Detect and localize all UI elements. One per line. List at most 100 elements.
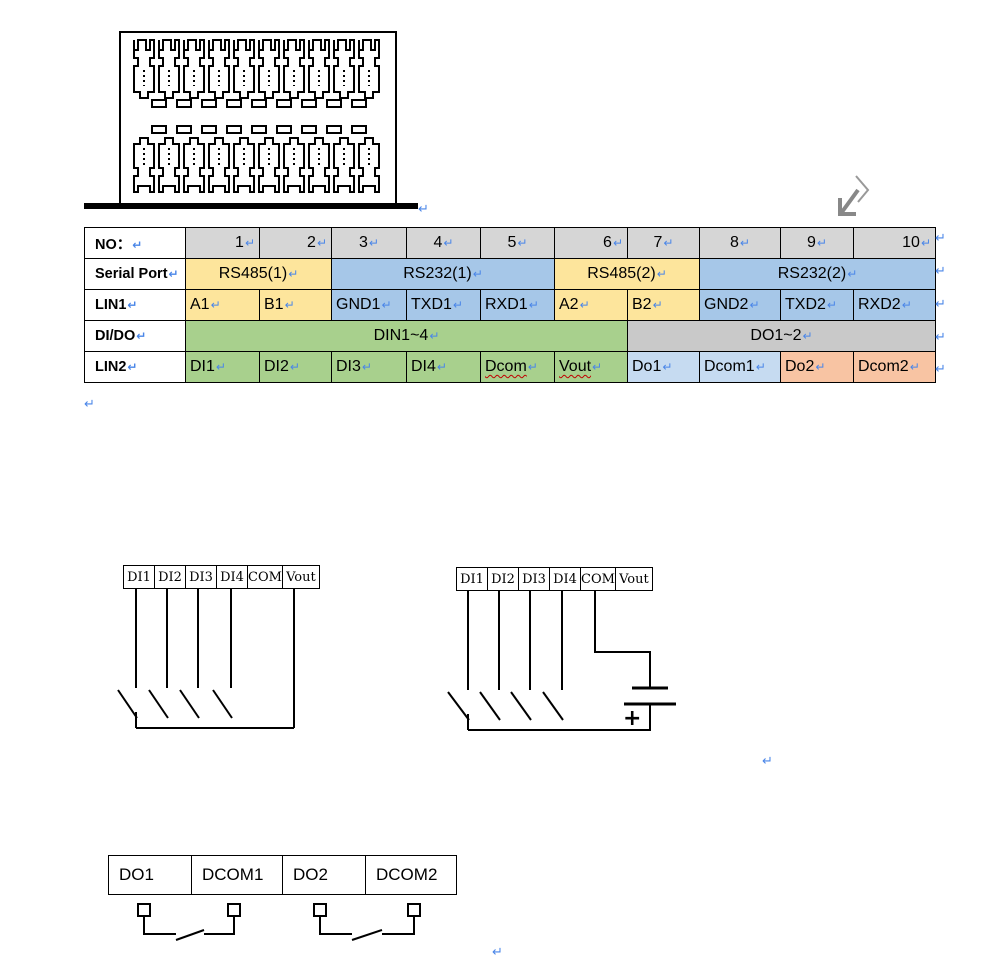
paragraph-mark: ↵ [528, 298, 539, 312]
pinout-cell-label: 3 [359, 234, 368, 251]
pinout-cell: 8↵ [699, 227, 781, 259]
paragraph-mark: ↵ [920, 236, 931, 250]
row-header: Serial Port↵ [84, 258, 186, 290]
terminal-icon [407, 903, 421, 917]
paragraph-mark: ↵ [663, 236, 674, 250]
pinout-cell: 9↵ [780, 227, 854, 259]
paragraph-mark: ↵ [592, 360, 603, 374]
pinout-cell-label: DI2 [264, 358, 289, 375]
battery-icon [624, 686, 676, 706]
paragraph-mark: ↵ [517, 236, 528, 250]
row-header-label: LIN2 [95, 359, 127, 375]
pinout-cell: B1↵ [259, 289, 332, 321]
paragraph-mark: ↵ [755, 360, 766, 374]
pinout-cell: DI1↵ [185, 351, 260, 383]
do-label: DCOM1 [202, 865, 264, 884]
pinout-cell-label: TXD2 [785, 296, 826, 313]
pinout-cell: RS232(2)↵ [699, 258, 936, 290]
pinout-cell: 7↵ [627, 227, 700, 259]
paragraph-mark: ↵ [289, 360, 300, 374]
pinout-cell-label: RS485(2) [587, 265, 656, 282]
pinout-cell: DIN1~4↵ [185, 320, 628, 352]
pinout-cell-label: RXD2 [858, 296, 901, 313]
pinout-cell: A1↵ [185, 289, 260, 321]
paragraph-mark: ↵ [815, 360, 826, 374]
pinout-cell-label: Do2 [785, 358, 815, 375]
do-label: DO2 [293, 865, 328, 884]
wire-label: COM [248, 569, 282, 585]
paragraph-mark: ↵ [127, 298, 138, 312]
terminal-icon [137, 903, 151, 917]
paragraph-mark: ↵ [284, 298, 295, 312]
pinout-cell-label: DI1 [190, 358, 215, 375]
wiring-right-lines [447, 590, 676, 731]
paragraph-mark: ↵ [935, 330, 946, 345]
pinout-cell: RS485(2)↵ [554, 258, 700, 290]
terminal-icon [227, 903, 241, 917]
do-label: DO1 [119, 865, 154, 884]
pinout-row: LIN1↵A1↵B1↵GND1↵TXD1↵RXD1↵A2↵B2↵GND2↵TXD… [84, 289, 936, 321]
pinout-cell: DI4↵ [406, 351, 481, 383]
pinout-row: NO：↵1↵2↵3↵4↵5↵6↵7↵8↵9↵10↵ [84, 227, 936, 259]
pinout-cell-label: 2 [307, 234, 316, 251]
pinout-cell-label: 7 [653, 234, 663, 251]
pinout-cell-label: Do1 [632, 358, 662, 375]
cursor-arrow-icon [838, 175, 870, 216]
pinout-cell: 4↵ [406, 227, 481, 259]
pinout-cell-label: A2 [559, 296, 579, 313]
paragraph-mark: ↵ [935, 297, 946, 312]
pinout-cell: RS232(1)↵ [331, 258, 555, 290]
paragraph-mark: ↵ [210, 298, 221, 312]
paragraph-mark: ↵ [215, 360, 226, 374]
pinout-cell-label: RS485(1) [218, 265, 288, 282]
paragraph-mark: ↵ [418, 202, 429, 217]
pinout-table: NO：↵1↵2↵3↵4↵5↵6↵7↵8↵9↵10↵Serial Port↵RS4… [84, 227, 936, 383]
pinout-cell-label: DO1~2 [750, 327, 802, 344]
pinout-cell: RXD2↵ [853, 289, 936, 321]
paragraph-mark: ↵ [84, 397, 95, 412]
pinout-cell: Do2↵ [780, 351, 854, 383]
pinout-cell-label: 6 [603, 234, 612, 251]
terminal-icon [313, 903, 327, 917]
pinout-cell-label: DI4 [411, 358, 436, 375]
row-header: LIN2↵ [84, 351, 186, 383]
pinout-row: DI/DO↵DIN1~4↵DO1~2↵ [84, 320, 936, 352]
paragraph-mark: ↵ [443, 236, 454, 250]
wire-label: DI4 [553, 571, 577, 587]
paragraph-mark: ↵ [244, 236, 255, 250]
pinout-cell-label: Vout [559, 358, 592, 375]
paragraph-mark: ↵ [368, 236, 379, 250]
pinout-cell: RXD1↵ [480, 289, 555, 321]
wire-label: DI2 [491, 571, 515, 587]
wiring-left-lines [117, 588, 295, 729]
paragraph-mark: ↵ [656, 267, 667, 281]
paragraph-mark: ↵ [579, 298, 590, 312]
pinout-cell-label: 1 [235, 234, 244, 251]
row-header: DI/DO↵ [84, 320, 186, 352]
wire-label: DI4 [220, 569, 244, 585]
paragraph-mark: ↵ [935, 231, 946, 246]
pinout-cell-label: 10 [902, 234, 920, 251]
pinout-row: Serial Port↵RS485(1)↵RS232(1)↵RS485(2)↵R… [84, 258, 936, 290]
wiring-right-labels: DI1 DI2 DI3 DI4 COM Vout [456, 567, 653, 591]
paragraph-mark: ↵ [316, 236, 327, 250]
pinout-cell-label: RS232(2) [777, 265, 847, 282]
pinout-cell: Dcom1↵ [699, 351, 781, 383]
pinout-cell-label: GND1 [336, 296, 381, 313]
pinout-cell: GND1↵ [331, 289, 407, 321]
paragraph-mark: ↵ [662, 360, 673, 374]
pinout-cell: A2↵ [554, 289, 628, 321]
wiring-left-labels: DI1 DI2 DI3 DI4 COM Vout [123, 565, 320, 589]
paragraph-mark: ↵ [762, 754, 773, 769]
pinout-cell-label: A1 [190, 296, 210, 313]
battery-plus-sign: + [623, 706, 642, 731]
do-output-table: DO1 DCOM1 DO2 DCOM2 [108, 855, 457, 895]
pinout-cell: DI2↵ [259, 351, 332, 383]
row-header: NO：↵ [84, 227, 186, 259]
pinout-cell-label: 5 [507, 234, 517, 251]
paragraph-mark: ↵ [935, 264, 946, 279]
wire-label: DI3 [189, 569, 213, 585]
paragraph-mark: ↵ [527, 360, 538, 374]
wire-label: COM [581, 571, 615, 587]
pinout-cell-label: 9 [807, 234, 816, 251]
